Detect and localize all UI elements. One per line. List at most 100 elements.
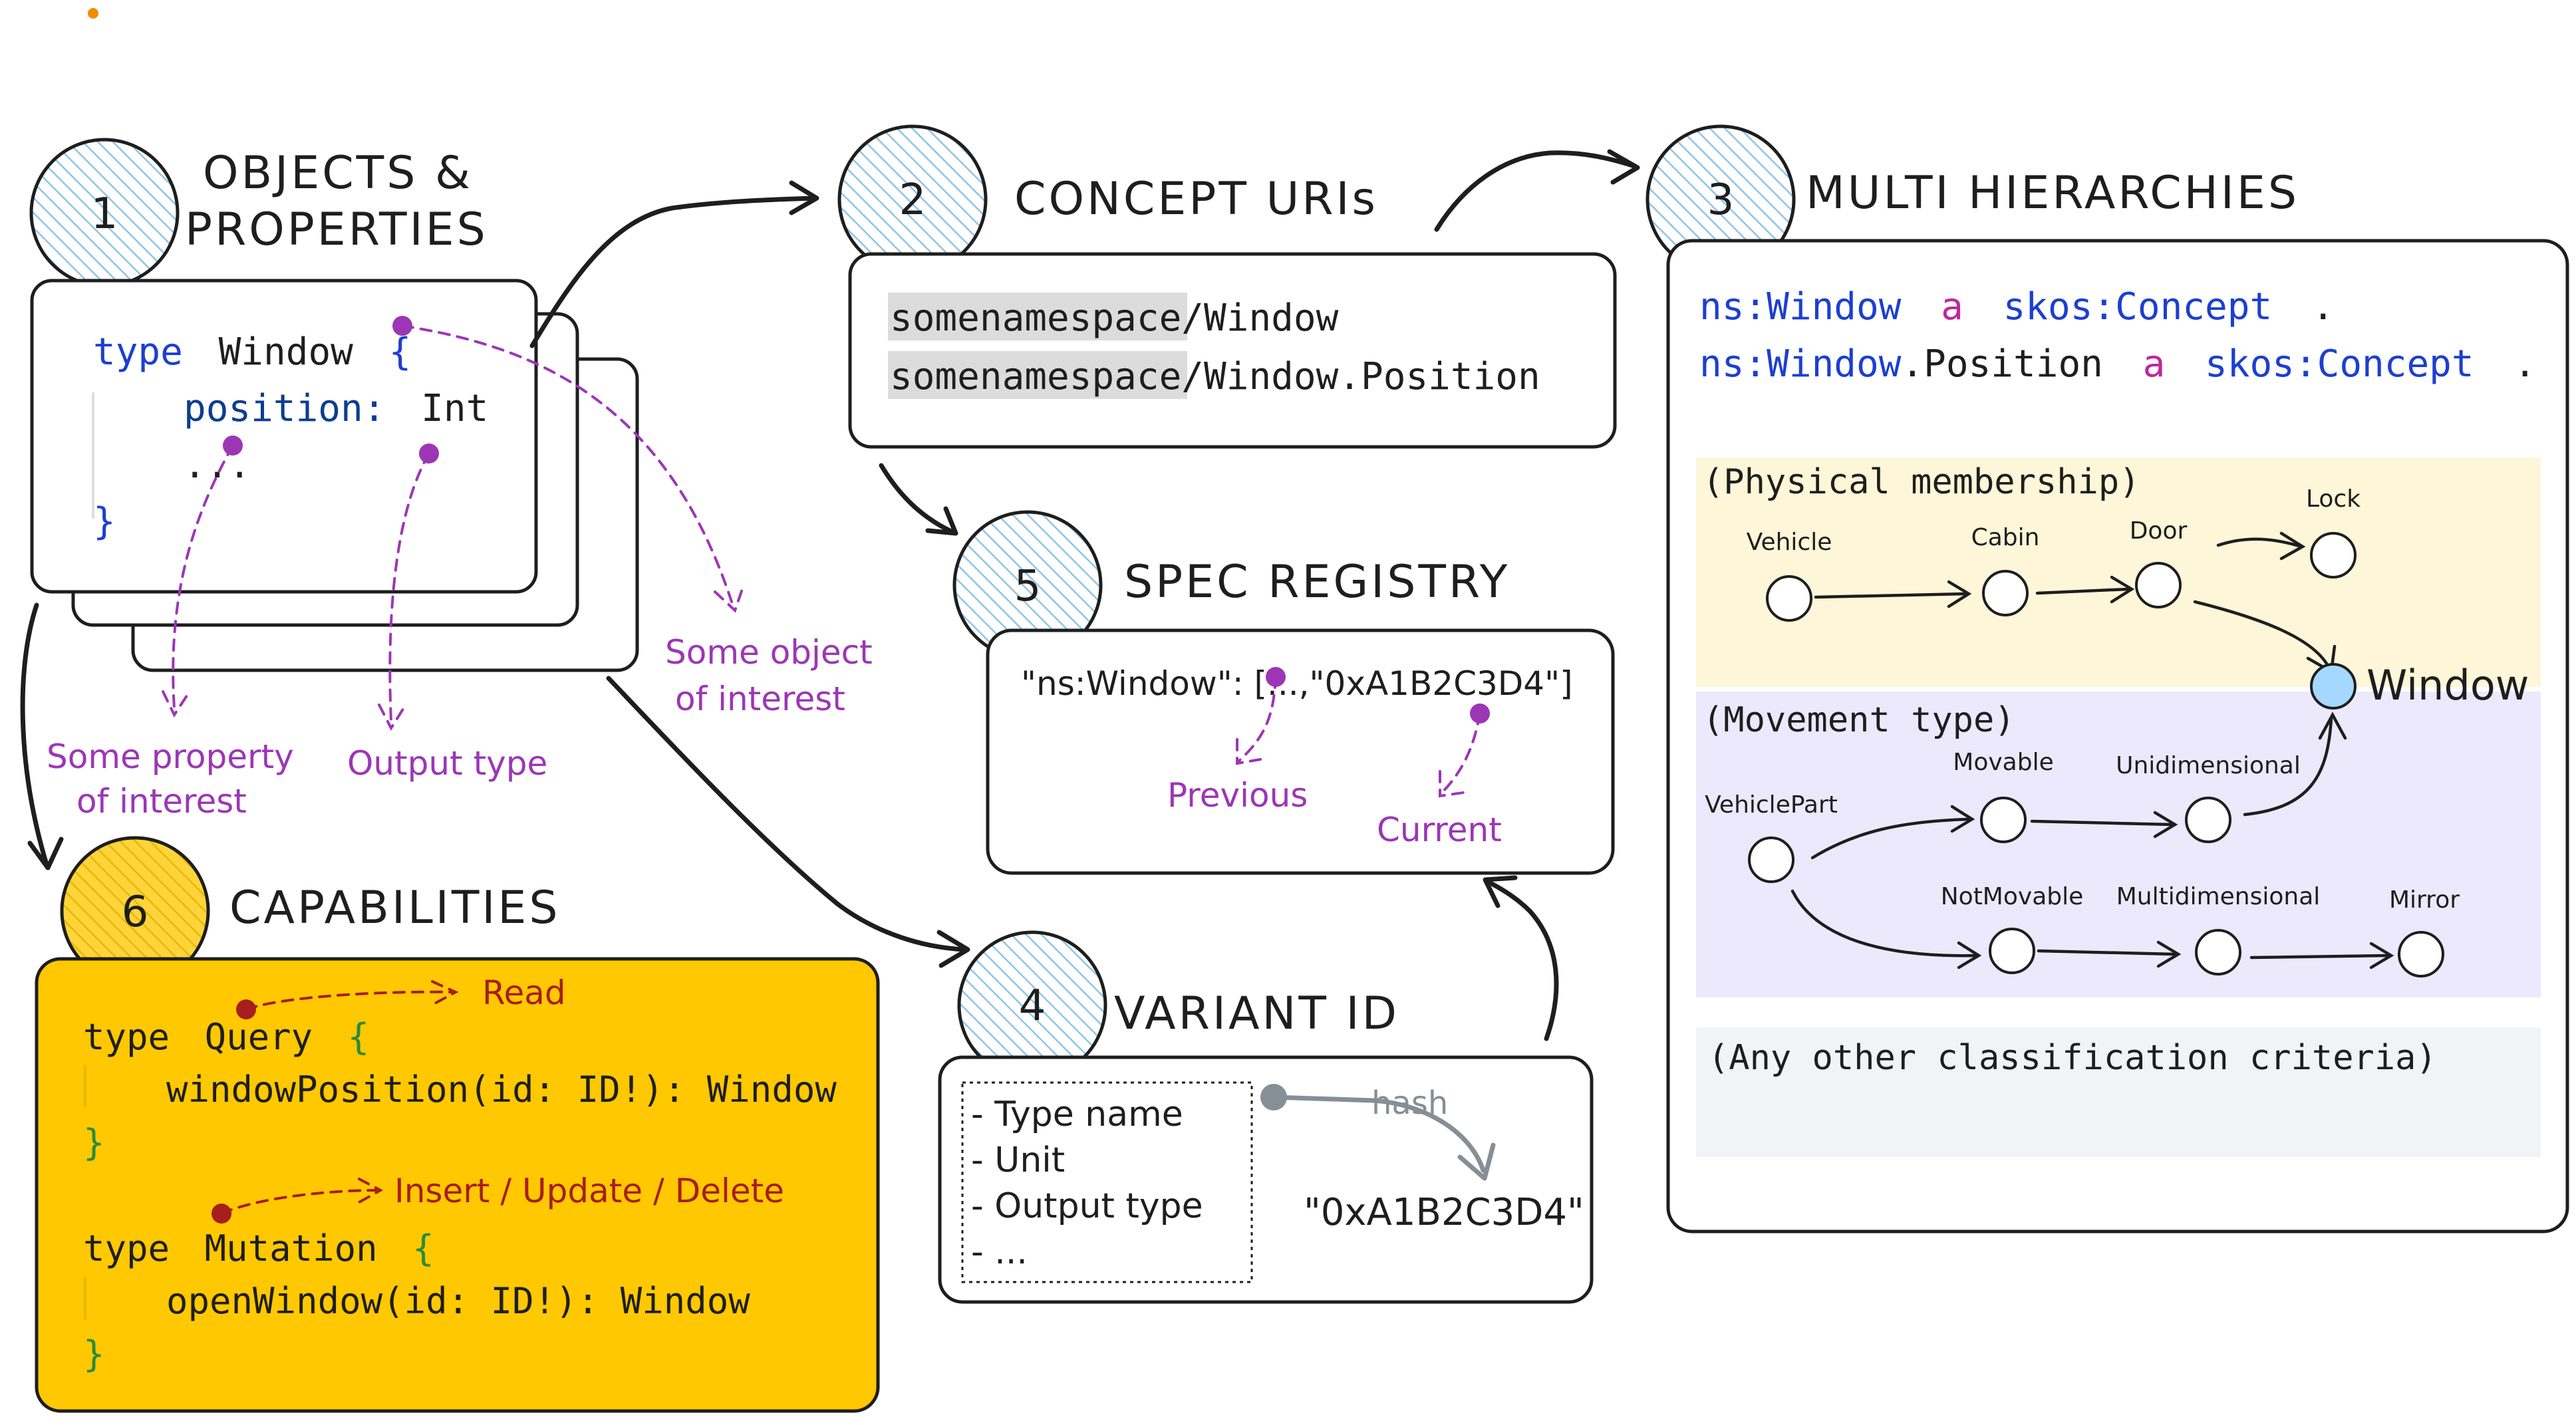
- section-title-registry: SPEC REGISTRY: [1124, 556, 1510, 608]
- node-movable[interactable]: [1980, 797, 2027, 843]
- arrowhead-door-lock: [2279, 531, 2306, 561]
- rdf-line1: ns:Window a skos:Concept .: [1699, 285, 2335, 328]
- node-lock[interactable]: [2310, 532, 2357, 579]
- step-number-3: 3: [1707, 176, 1735, 225]
- node-label-movable: Movable: [1953, 749, 2053, 776]
- other-criteria-label: (Any other classification criteria): [1708, 1038, 2437, 1078]
- label-some-property-line1: Some property: [47, 737, 294, 776]
- section-title-capabilities: CAPABILITIES: [229, 882, 561, 934]
- dashed-arrowhead-read: [431, 980, 459, 1005]
- concept-uri-box[interactable]: [848, 252, 1617, 449]
- arrowhead-multidimensional-mirror: [2369, 942, 2394, 970]
- mutation-line1: type Mutation {: [83, 1228, 434, 1269]
- edge-movable-unidimensional: [2030, 819, 2174, 827]
- query-line3: }: [83, 1122, 105, 1164]
- arrowhead-variant-to-registry: [1483, 875, 1518, 908]
- section-title-objects-line1: OBJECTS &: [203, 147, 473, 199]
- node-door[interactable]: [2135, 562, 2182, 608]
- arrowhead-concepts-to-registry: [925, 506, 958, 536]
- dashed-line-output: [388, 452, 430, 723]
- label-some-property-line2: of interest: [76, 782, 247, 821]
- edge-unidimensional-window: [2243, 716, 2333, 817]
- node-label-unidimensional: Unidimensional: [2116, 752, 2301, 779]
- dashed-arrowhead-object: [714, 584, 745, 613]
- mutation-line3: }: [83, 1333, 105, 1375]
- step-number-2: 2: [899, 176, 927, 225]
- node-label-vehiclepart: VehiclePart: [1705, 791, 1838, 819]
- section-title-objects-line2: PROPERTIES: [185, 203, 488, 256]
- arrowhead-cabin-door: [2110, 575, 2135, 604]
- concept-uri-line2: somenamespace/Window.Position: [890, 355, 1540, 398]
- capabilities-box[interactable]: [35, 957, 880, 1413]
- arrow-concepts-to-hierarchies: [1434, 150, 1638, 232]
- hash-arrow: [1271, 1095, 1486, 1173]
- section-hierarchies: 3 MULTI HIERARCHIES ns:Window a skos:Con…: [1646, 124, 2569, 1233]
- arrow-variant-to-registry: [1484, 878, 1559, 1041]
- node-cabin[interactable]: [1982, 570, 2029, 616]
- other-criteria-band: [1696, 1027, 2541, 1157]
- dashed-line-write: [220, 1189, 377, 1215]
- arrow-objects-to-concepts: [529, 195, 817, 348]
- arrowhead-movable-unidimensional: [2153, 811, 2178, 839]
- node-label-notmovable: NotMovable: [1941, 883, 2084, 910]
- dashed-arrowhead-current: [1439, 770, 1465, 798]
- arrow-objects-to-variant: [606, 676, 967, 952]
- edge-vehicle-cabin: [1814, 592, 1967, 599]
- node-window[interactable]: [2310, 663, 2357, 710]
- mutation-line2: openWindow(id: ID!): Window: [166, 1280, 750, 1322]
- query-line2: windowPosition(id: ID!): Window: [166, 1069, 837, 1110]
- node-unidimensional[interactable]: [2185, 797, 2231, 843]
- dashed-arrowhead-output: [378, 704, 407, 731]
- variant-fields-frame: [961, 1081, 1253, 1283]
- variant-item-2: - Unit: [971, 1140, 1065, 1180]
- variant-id-box[interactable]: [938, 1055, 1594, 1304]
- step-number-6: 6: [122, 888, 149, 937]
- physical-membership-band: [1696, 457, 2541, 687]
- arrowhead-unidimensional-window: [2318, 712, 2347, 740]
- label-read: Read: [482, 973, 566, 1012]
- objects-code-close: }: [93, 500, 116, 543]
- label-some-object-line1: Some object: [665, 633, 873, 672]
- query-line1: type Query {: [83, 1016, 369, 1058]
- arrowhead-vehiclepart-notmovable: [1957, 941, 1982, 970]
- section-title-concepts: CONCEPT URIs: [1014, 173, 1378, 225]
- node-mirror[interactable]: [2398, 931, 2444, 977]
- section-concepts: 2 CONCEPT URIs somenamespace/Window some…: [837, 124, 1617, 449]
- step-number-4: 4: [1019, 981, 1046, 1031]
- registry-entry: "ns:Window": [...,"0xA1B2C3D4"]: [1021, 664, 1573, 703]
- node-vehicle[interactable]: [1766, 575, 1812, 622]
- section-objects: 1 OBJECTS & PROPERTIES type Window { pos…: [29, 138, 873, 821]
- step-number-5: 5: [1014, 562, 1042, 611]
- section-title-hierarchies: MULTI HIERARCHIES: [1806, 167, 2299, 219]
- node-label-multidimensional: Multidimensional: [2116, 883, 2321, 910]
- step-number-1: 1: [91, 190, 118, 239]
- dashed-arrowhead-property: [162, 690, 191, 718]
- node-notmovable[interactable]: [1989, 928, 2035, 974]
- edge-door-window: [2193, 600, 2331, 670]
- dashed-line-property: [172, 444, 234, 710]
- label-output-type: Output type: [347, 744, 547, 783]
- edge-cabin-door: [2035, 587, 2130, 595]
- section-title-variant: VARIANT ID: [1114, 987, 1399, 1040]
- variant-item-1: - Type name: [971, 1095, 1183, 1134]
- object-card-front[interactable]: [30, 279, 538, 594]
- spec-registry-box[interactable]: [986, 628, 1615, 875]
- flow-arrows: [20, 149, 1640, 1041]
- physical-membership-label: (Physical membership): [1703, 462, 2140, 502]
- dashed-line-previous: [1237, 676, 1277, 763]
- edge-door-lock: [2216, 537, 2303, 549]
- uri-ns-highlight-2: [888, 351, 1187, 399]
- hash-label: hash: [1371, 1085, 1448, 1122]
- dashed-line-read: [245, 990, 454, 1011]
- movement-type-label: (Movement type): [1703, 700, 2015, 740]
- arrowhead-objects-to-variant: [936, 930, 970, 968]
- arrowhead-concepts-to-hierarchies: [1607, 149, 1640, 185]
- arrowhead-vehiclepart-movable: [1950, 805, 1975, 833]
- node-label-vehicle: Vehicle: [1747, 529, 1832, 556]
- hash-value: "0xA1B2C3D4": [1304, 1191, 1584, 1234]
- node-multidimensional[interactable]: [2195, 929, 2241, 975]
- dashed-line-object: [401, 324, 733, 603]
- node-vehiclepart[interactable]: [1748, 837, 1794, 883]
- objects-code-line2: position: Int: [184, 387, 488, 430]
- edge-vehiclepart-notmovable: [1790, 889, 1977, 958]
